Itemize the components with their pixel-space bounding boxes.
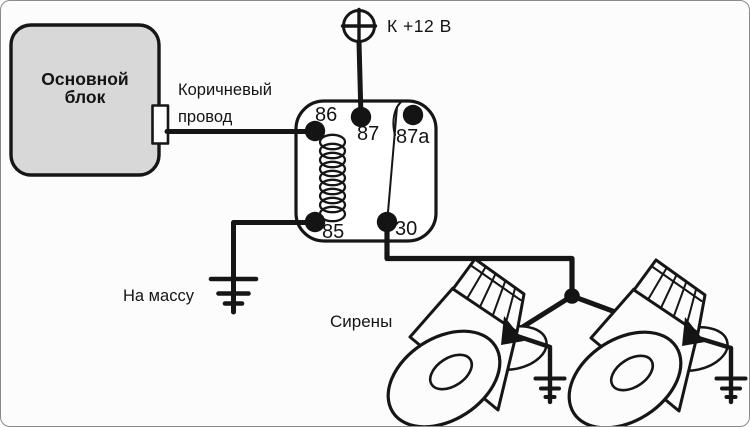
pin-85-label: 85 [322, 221, 345, 243]
pin-86-dot [304, 120, 326, 142]
pin-30-dot [376, 211, 398, 233]
pin-85-dot [304, 211, 326, 233]
pin-86-label: 86 [315, 104, 338, 126]
sirens-label: Сирены [330, 312, 393, 331]
power-12v-label: К +12 В [387, 16, 452, 36]
power-plus-icon [340, 7, 378, 45]
main-block [9, 23, 161, 177]
wire-junction-dot [564, 288, 580, 304]
ground-symbol-siren1 [511, 332, 567, 405]
pin-87-dot [350, 106, 372, 128]
relay-armature-icon [386, 101, 402, 219]
main-block-label: Основной блок [41, 69, 129, 107]
pin-30-label: 30 [395, 218, 418, 240]
wire-power-to-87 [356, 39, 364, 120]
main-block-connector [151, 104, 170, 145]
wire-30-to-junction [384, 219, 575, 299]
pin-87a-label: 87a [396, 126, 430, 148]
wire-85-to-ground [231, 220, 320, 315]
brown-wire-label: Коричневый провод [178, 81, 272, 126]
ground-label: На массу [123, 287, 194, 305]
siren-icon [549, 258, 734, 426]
ground-symbol-main [208, 276, 259, 306]
pin-87-label: 87 [357, 123, 380, 145]
siren-icon [386, 257, 548, 426]
pin-87a-dot [402, 104, 424, 126]
ground-symbol-siren2 [692, 334, 748, 405]
